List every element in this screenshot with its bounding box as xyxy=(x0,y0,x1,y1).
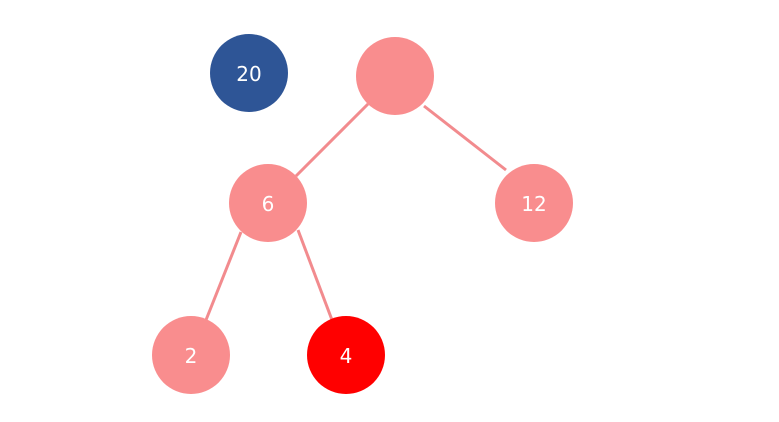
edge-root-left xyxy=(294,102,370,178)
node-circle xyxy=(229,164,307,242)
detached-node: 20 xyxy=(210,34,288,112)
tree-node-left: 6 xyxy=(229,164,307,242)
node-label: 12 xyxy=(521,192,546,216)
node-label: 2 xyxy=(185,344,198,368)
node-circle xyxy=(210,34,288,112)
node-circle xyxy=(356,37,434,115)
edge-root-right xyxy=(423,104,507,172)
node-circle xyxy=(152,316,230,394)
node-label: 4 xyxy=(340,344,353,368)
tree-node-left-left: 2 xyxy=(152,316,230,394)
node-circle xyxy=(495,164,573,242)
edge-left-left-left xyxy=(204,231,243,321)
node-label: 20 xyxy=(236,62,261,86)
edges xyxy=(204,102,507,321)
node-label: 6 xyxy=(262,192,275,216)
tree-node-root xyxy=(356,37,434,115)
node-circle xyxy=(307,316,385,394)
tree-node-right: 12 xyxy=(495,164,573,242)
tree-node-left-right: 4 xyxy=(307,316,385,394)
edge-left-left-right xyxy=(296,229,334,321)
